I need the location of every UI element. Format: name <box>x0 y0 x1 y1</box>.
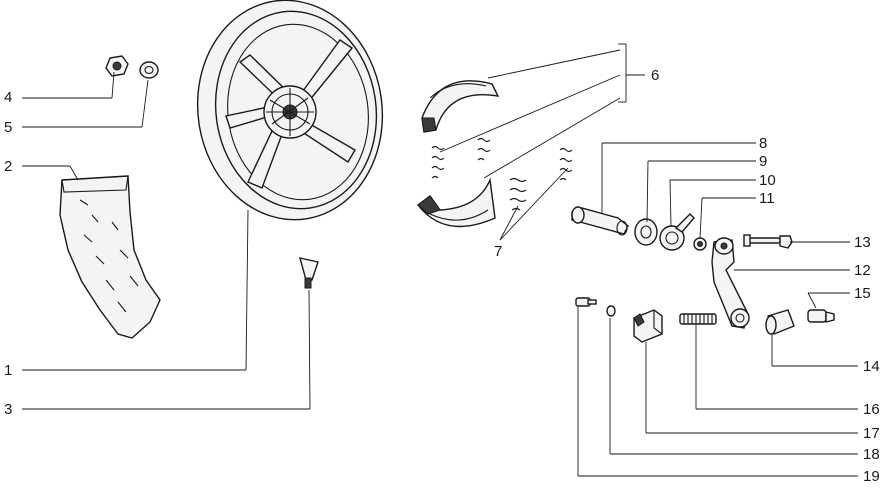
label-11: 11 <box>759 190 775 207</box>
brake-shoe-springs <box>431 137 491 179</box>
wheel-nut <box>105 55 129 77</box>
wheel-washer <box>139 61 159 79</box>
brake-cam-shaft <box>571 206 629 236</box>
shaft-nut <box>693 237 707 251</box>
small-washer <box>606 305 616 317</box>
label-5: 5 <box>4 119 12 136</box>
label-15: 15 <box>854 285 871 302</box>
seal-ring <box>634 218 658 246</box>
lever-bushing <box>765 309 795 335</box>
brake-lever <box>711 237 750 329</box>
label-18: 18 <box>863 446 880 463</box>
lever-bolt <box>743 234 793 249</box>
label-13: 13 <box>854 234 871 251</box>
label-2: 2 <box>4 158 12 175</box>
brake-shoe-lower <box>417 177 496 228</box>
label-4: 4 <box>4 89 12 106</box>
label-7: 7 <box>494 243 502 260</box>
grease-nipple <box>807 309 835 323</box>
label-8: 8 <box>759 135 767 152</box>
brake-shoe-upper <box>421 80 500 133</box>
leader-lines <box>22 43 858 477</box>
label-10: 10 <box>759 172 776 189</box>
spring-set <box>509 147 573 211</box>
return-spring <box>679 313 717 325</box>
label-17: 17 <box>863 425 880 442</box>
label-14: 14 <box>863 358 880 375</box>
wear-indicator <box>659 213 695 251</box>
label-6: 6 <box>651 67 659 84</box>
mud-guard <box>59 175 161 339</box>
label-19: 19 <box>863 468 880 485</box>
tyre-valve <box>299 257 319 289</box>
support-block <box>633 309 663 343</box>
label-16: 16 <box>863 401 880 418</box>
label-12: 12 <box>854 262 871 279</box>
part-number-labels: 4 5 2 1 3 6 7 8 9 10 11 13 12 15 14 16 1… <box>4 67 880 485</box>
fixing-screw <box>575 297 597 307</box>
wheel-rim <box>196 0 384 221</box>
label-3: 3 <box>4 401 12 418</box>
label-1: 1 <box>4 362 12 379</box>
label-9: 9 <box>759 153 767 170</box>
